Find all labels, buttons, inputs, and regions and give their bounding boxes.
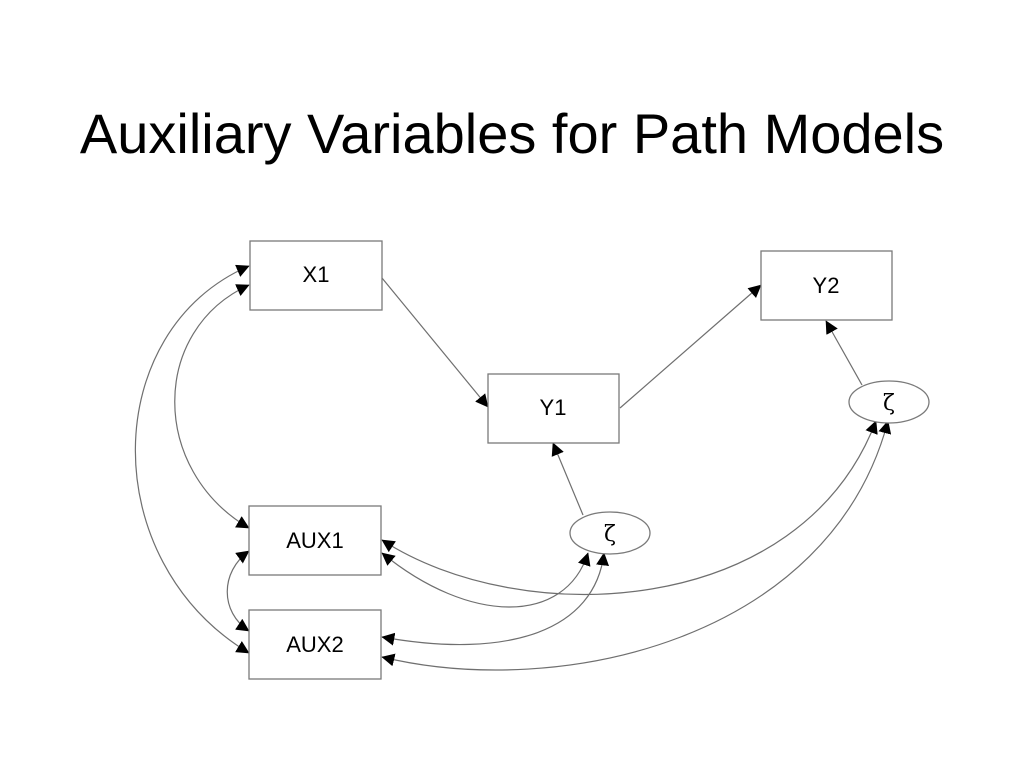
node-zeta-y2-label: ζ bbox=[883, 391, 895, 416]
path-zeta-to-y2 bbox=[825, 320, 863, 386]
path-zeta-to-y1 bbox=[551, 442, 584, 516]
path-x1-to-y1 bbox=[381, 277, 489, 408]
path-y1-to-y2 bbox=[619, 284, 762, 409]
covariance-aux1-zeta-y2 bbox=[381, 420, 878, 596]
node-y1-label: Y1 bbox=[540, 395, 567, 420]
node-y2-label: Y2 bbox=[813, 273, 840, 298]
node-zeta-y2: ζ bbox=[848, 380, 930, 424]
node-aux1: AUX1 bbox=[248, 505, 382, 576]
node-aux2: AUX2 bbox=[248, 609, 382, 680]
covariance-x1-aux1 bbox=[174, 284, 250, 529]
node-zeta-y1: ζ bbox=[569, 511, 651, 555]
covariance-aux2-zeta-y1 bbox=[381, 552, 610, 646]
node-y2: Y2 bbox=[760, 250, 893, 321]
node-y1: Y1 bbox=[487, 373, 620, 444]
covariance-x1-aux2 bbox=[134, 264, 250, 654]
covariance-aux1-zeta-y1 bbox=[381, 552, 591, 608]
covariance-aux2-zeta-y2 bbox=[381, 420, 892, 671]
node-aux1-label: AUX1 bbox=[286, 528, 343, 553]
slide-title: Auxiliary Variables for Path Models bbox=[79, 102, 945, 165]
node-zeta-y1-label: ζ bbox=[604, 522, 616, 547]
node-aux2-label: AUX2 bbox=[286, 632, 343, 657]
node-x1: X1 bbox=[249, 240, 383, 311]
covariance-aux1-aux2 bbox=[226, 550, 250, 632]
node-x1-label: X1 bbox=[303, 262, 330, 287]
